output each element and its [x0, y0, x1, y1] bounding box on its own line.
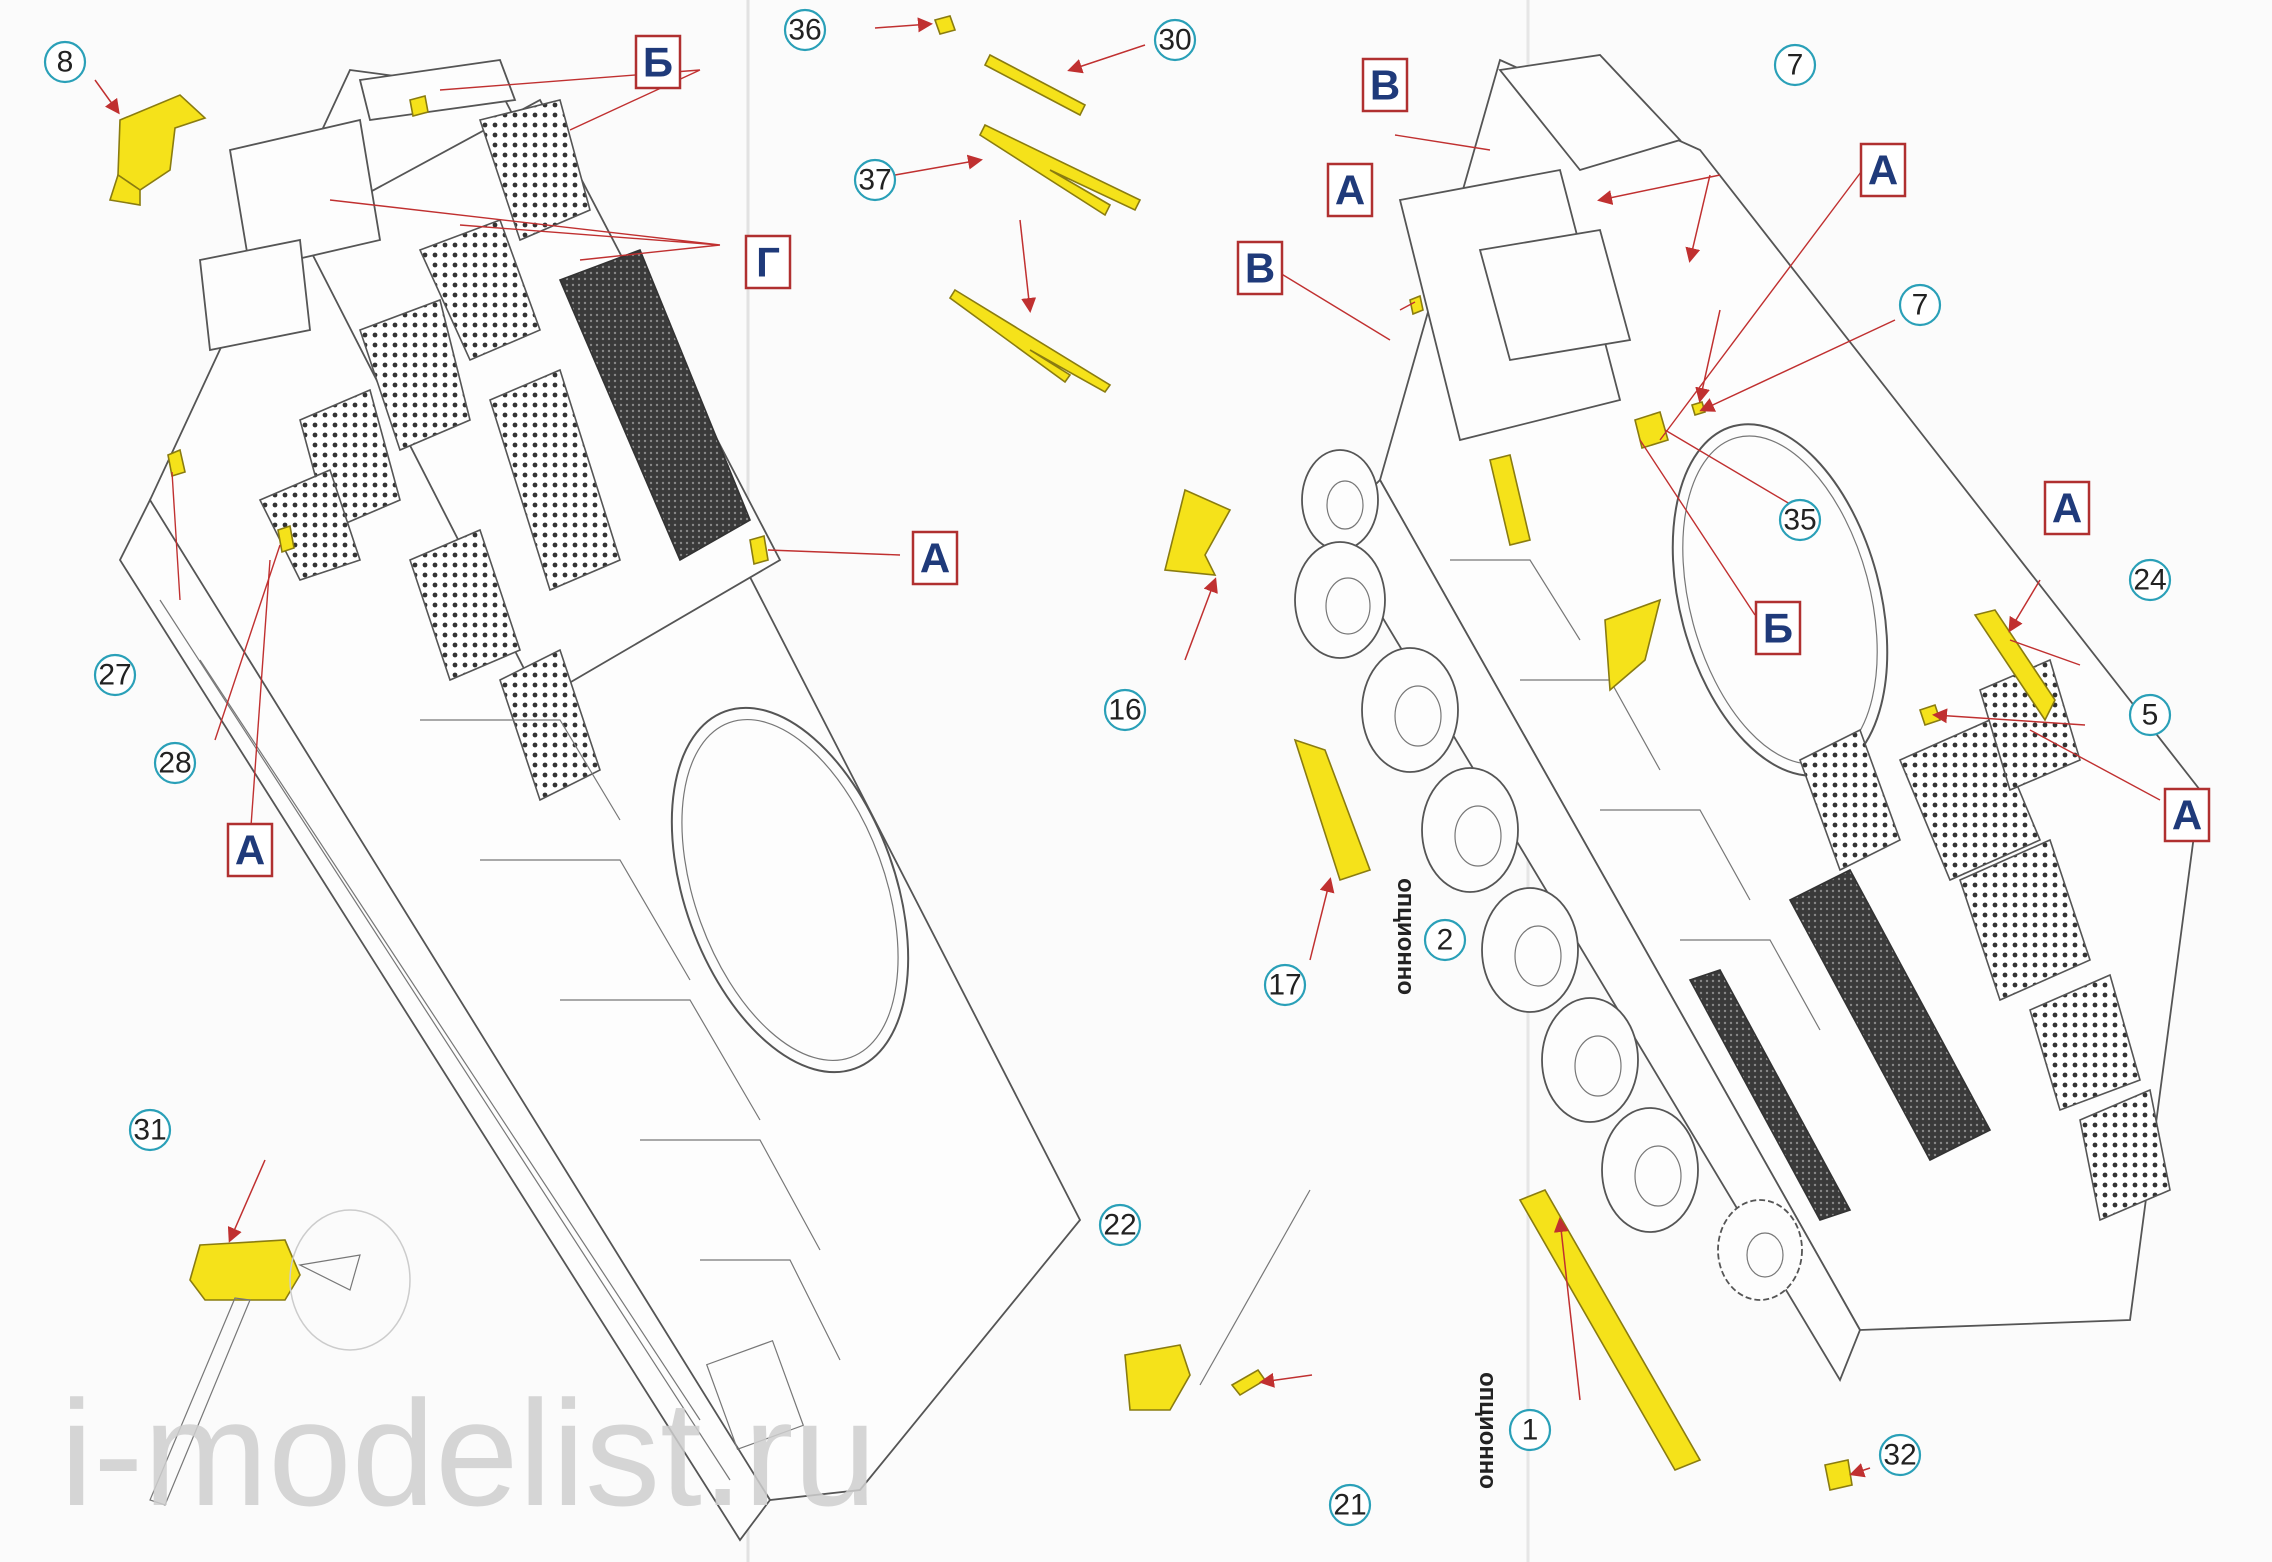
part-8-shape	[108, 94, 207, 206]
part-A-right-shape	[1409, 294, 1424, 316]
label-B-cyr-right: Б	[1754, 600, 1802, 656]
svg-text:31: 31	[133, 1114, 166, 1147]
svg-text:В: В	[1370, 62, 1400, 109]
svg-text:27: 27	[98, 659, 131, 692]
callout-31: 31	[128, 1108, 172, 1152]
svg-text:Б: Б	[643, 39, 673, 86]
right-hull-drawing	[1328, 54, 2201, 1383]
svg-text:7: 7	[1912, 289, 1929, 322]
svg-text:Б: Б	[1763, 605, 1793, 652]
part-31-handle	[149, 1297, 251, 1506]
part-17-shape	[1293, 738, 1372, 882]
part-30-shape	[983, 53, 1087, 117]
svg-text:А: А	[2172, 792, 2202, 839]
callout-30: 30	[1153, 18, 1197, 62]
callout-17: 17	[1263, 963, 1307, 1007]
label-A-right-2: А	[1326, 162, 1374, 218]
part-35-shape	[1634, 410, 1669, 450]
svg-text:В: В	[1245, 245, 1275, 292]
svg-text:16: 16	[1108, 694, 1141, 727]
note-optional-1: опционно	[1392, 878, 1419, 995]
label-A-right-4: А	[2163, 787, 2211, 843]
svg-text:35: 35	[1783, 504, 1816, 537]
note-optional-2: опционно	[1474, 1372, 1501, 1489]
label-A-left-1: А	[911, 530, 959, 586]
part-37b-shape	[948, 288, 1112, 394]
callout-2: 2	[1423, 918, 1467, 962]
callout-22: 22	[1098, 1203, 1142, 1247]
callout-32: 32	[1878, 1433, 1922, 1477]
svg-text:21: 21	[1333, 1489, 1366, 1522]
svg-text:2: 2	[1437, 924, 1454, 957]
callout-37: 37	[853, 158, 897, 202]
callout-28: 28	[153, 741, 197, 785]
svg-text:7: 7	[1787, 49, 1804, 82]
svg-text:30: 30	[1158, 24, 1191, 57]
part-A-left-shape	[749, 534, 769, 566]
label-V-top: В	[1361, 57, 1409, 113]
callout-5: 5	[2128, 693, 2172, 737]
part-21-rod	[1199, 1189, 1311, 1386]
callout-7-top: 7	[1773, 43, 1817, 87]
svg-text:17: 17	[1268, 969, 1301, 1002]
part-2-shape	[1604, 598, 1662, 692]
part-36-shape	[933, 15, 957, 35]
part-B-left-shape	[409, 95, 429, 117]
label-A-left-2: А	[226, 822, 274, 878]
svg-text:8: 8	[57, 46, 74, 79]
svg-text:А: А	[1868, 147, 1898, 194]
left-hull-drawing	[118, 59, 1082, 1542]
part-7-shape	[1691, 401, 1706, 416]
svg-text:24: 24	[2133, 564, 2166, 597]
part-37-shape	[978, 123, 1142, 217]
callout-21: 21	[1328, 1483, 1372, 1527]
svg-text:37: 37	[858, 164, 891, 197]
part-22-shape	[1124, 1344, 1191, 1411]
part-32-shape	[1824, 1459, 1853, 1491]
callout-35: 35	[1778, 498, 1822, 542]
watermark: i-modelist.ru	[60, 1369, 877, 1537]
callout-8: 8	[43, 40, 87, 84]
label-G-left: Г	[744, 234, 792, 290]
callout-16: 16	[1103, 688, 1147, 732]
callout-7-mid: 7	[1898, 283, 1942, 327]
svg-text:7: 7	[1787, 49, 1804, 82]
svg-text:А: А	[1335, 167, 1365, 214]
label-A-right-top: А	[1859, 142, 1907, 198]
callout-1: 1	[1508, 1408, 1552, 1452]
svg-text:А: А	[920, 535, 950, 582]
svg-text:1: 1	[1522, 1414, 1539, 1447]
svg-text:Г: Г	[756, 239, 780, 286]
part-31-shape	[189, 1239, 301, 1301]
part-28-shape	[277, 524, 295, 554]
svg-text:22: 22	[1103, 1209, 1136, 1242]
label-V-mid: В	[1236, 240, 1284, 296]
part-24-shape	[1973, 609, 2056, 722]
svg-text:36: 36	[788, 14, 821, 47]
svg-text:А: А	[2052, 485, 2082, 532]
part-27-shape	[167, 448, 186, 478]
road-wheels	[1294, 449, 1803, 1301]
part-mid-right-shape	[1489, 454, 1531, 546]
label-A-right-3: А	[2043, 480, 2091, 536]
label-B-cyr-left: Б	[634, 34, 682, 90]
part-16-shape	[1163, 488, 1232, 576]
svg-text:28: 28	[158, 747, 191, 780]
callout-36: 36	[783, 8, 827, 52]
svg-text:32: 32	[1883, 1439, 1916, 1472]
callout-24: 24	[2128, 558, 2172, 602]
svg-text:5: 5	[2142, 699, 2159, 732]
callout-27: 27	[93, 653, 137, 697]
part-21-shape	[1230, 1368, 1267, 1397]
svg-text:А: А	[235, 827, 265, 874]
